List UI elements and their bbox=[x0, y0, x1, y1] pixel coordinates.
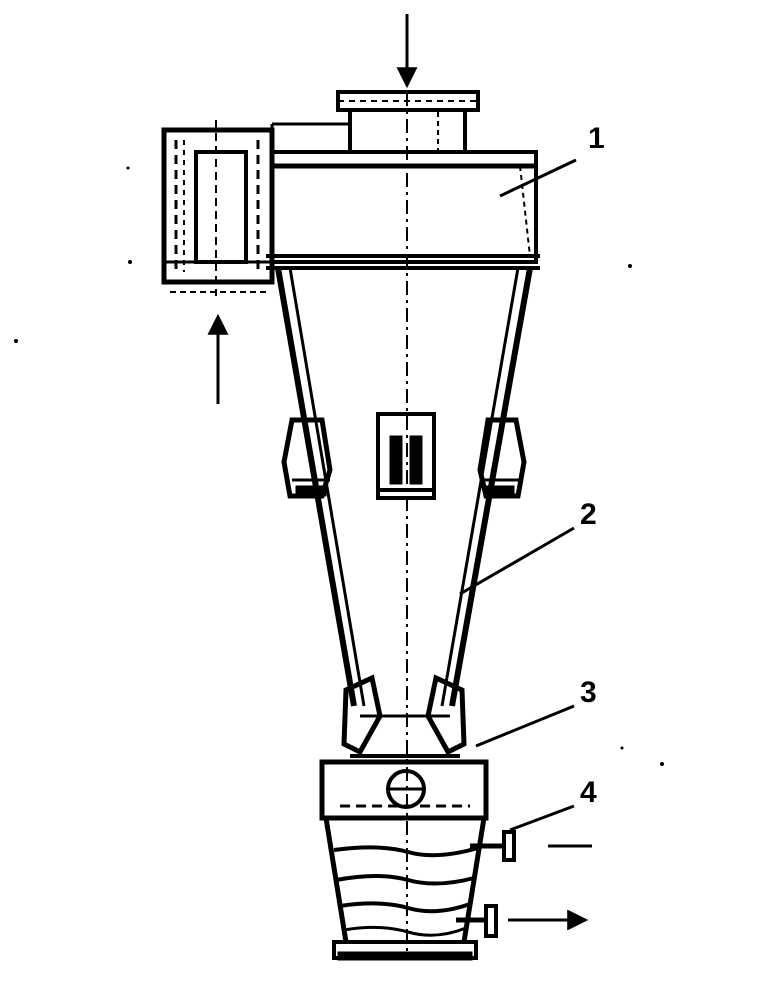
leader-line-2 bbox=[459, 526, 575, 596]
lower-collar bbox=[341, 674, 467, 758]
right-support-lug bbox=[477, 417, 527, 499]
leader-line-3 bbox=[475, 704, 575, 748]
callout-label-1: 1 bbox=[588, 122, 605, 155]
leader-lines bbox=[459, 158, 577, 832]
leader-line-4 bbox=[509, 804, 575, 832]
left-support-lug bbox=[281, 417, 333, 499]
scan-specks bbox=[14, 166, 664, 766]
water-inlet-nozzle bbox=[470, 830, 516, 862]
callout-label-3: 3 bbox=[580, 676, 597, 709]
hopper-box bbox=[319, 759, 489, 821]
callout-label-4: 4 bbox=[580, 776, 597, 809]
inspection-hatch bbox=[376, 412, 436, 500]
lower-outlet-nozzle bbox=[456, 904, 498, 938]
cylinder-head bbox=[266, 150, 540, 270]
bottom-cone bbox=[323, 817, 487, 961]
callout-label-2: 2 bbox=[580, 498, 597, 531]
leader-line-1 bbox=[499, 158, 577, 198]
